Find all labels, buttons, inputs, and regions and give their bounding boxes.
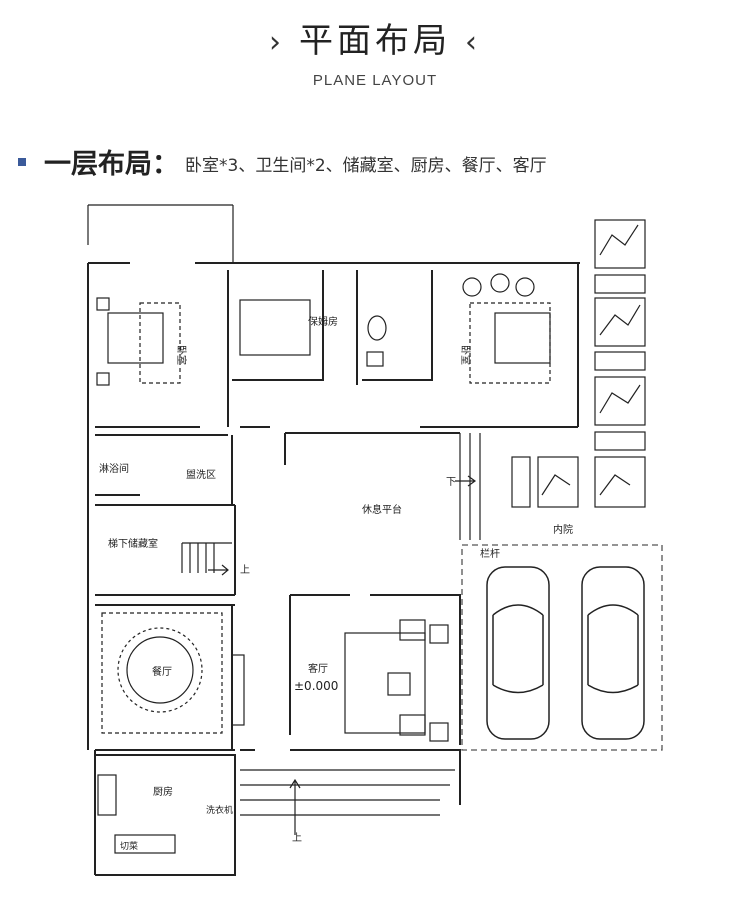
section-room-list: 卧室*3、卫生间*2、储藏室、厨房、餐厅、客厅 xyxy=(185,156,547,176)
label-terrace: 休息平台 xyxy=(362,503,402,516)
label-nanny-room: 保姆房 xyxy=(308,315,338,328)
page-header: › 平面布局 ‹ PLANE LAYOUT xyxy=(0,18,750,89)
label-bedroom-left: 卧室 xyxy=(175,345,188,365)
chevron-right-icon: › xyxy=(269,25,285,60)
label-elevation: ±0.000 xyxy=(294,679,338,693)
furniture xyxy=(96,273,551,854)
label-bedroom-right: 卧室 xyxy=(459,345,472,365)
chevron-left-icon: ‹ xyxy=(465,25,481,60)
label-cutting: 切菜 xyxy=(120,840,138,852)
section-title: 一层布局： xyxy=(44,149,179,180)
section-heading: 一层布局： 卧室*3、卫生间*2、储藏室、厨房、餐厅、客厅 xyxy=(18,142,547,181)
floor-plan-walls xyxy=(87,204,580,876)
label-up-entry: 上 xyxy=(292,832,302,844)
label-courtyard: 内院 xyxy=(553,523,573,536)
courtyard-outline xyxy=(461,544,663,751)
label-down: 下 xyxy=(446,477,456,488)
label-storage: 梯下储藏室 xyxy=(108,537,158,550)
page-title: › 平面布局 ‹ xyxy=(0,18,750,66)
label-laundry: 洗衣机 xyxy=(206,804,233,816)
page-title-text: 平面布局 xyxy=(299,21,451,61)
arrow-icon xyxy=(208,475,477,835)
bullet-square-icon xyxy=(18,157,26,166)
label-railing: 栏杆 xyxy=(480,547,500,560)
label-living: 客厅 xyxy=(308,662,328,675)
paving-stones xyxy=(511,219,646,508)
car-icon xyxy=(486,566,550,740)
car-icon xyxy=(581,566,645,740)
floor-plan: 卧室 保姆房 卧室 淋浴间 盥洗区 休息平台 内院 栏杆 梯下储藏室 餐厅 客厅… xyxy=(87,204,663,876)
page-subtitle: PLANE LAYOUT xyxy=(312,72,438,89)
label-dining: 餐厅 xyxy=(152,665,172,678)
label-up-stairs: 上 xyxy=(240,564,250,576)
label-wash-area: 盥洗区 xyxy=(186,469,216,481)
label-kitchen: 厨房 xyxy=(153,785,173,798)
label-shower: 淋浴间 xyxy=(99,462,129,475)
